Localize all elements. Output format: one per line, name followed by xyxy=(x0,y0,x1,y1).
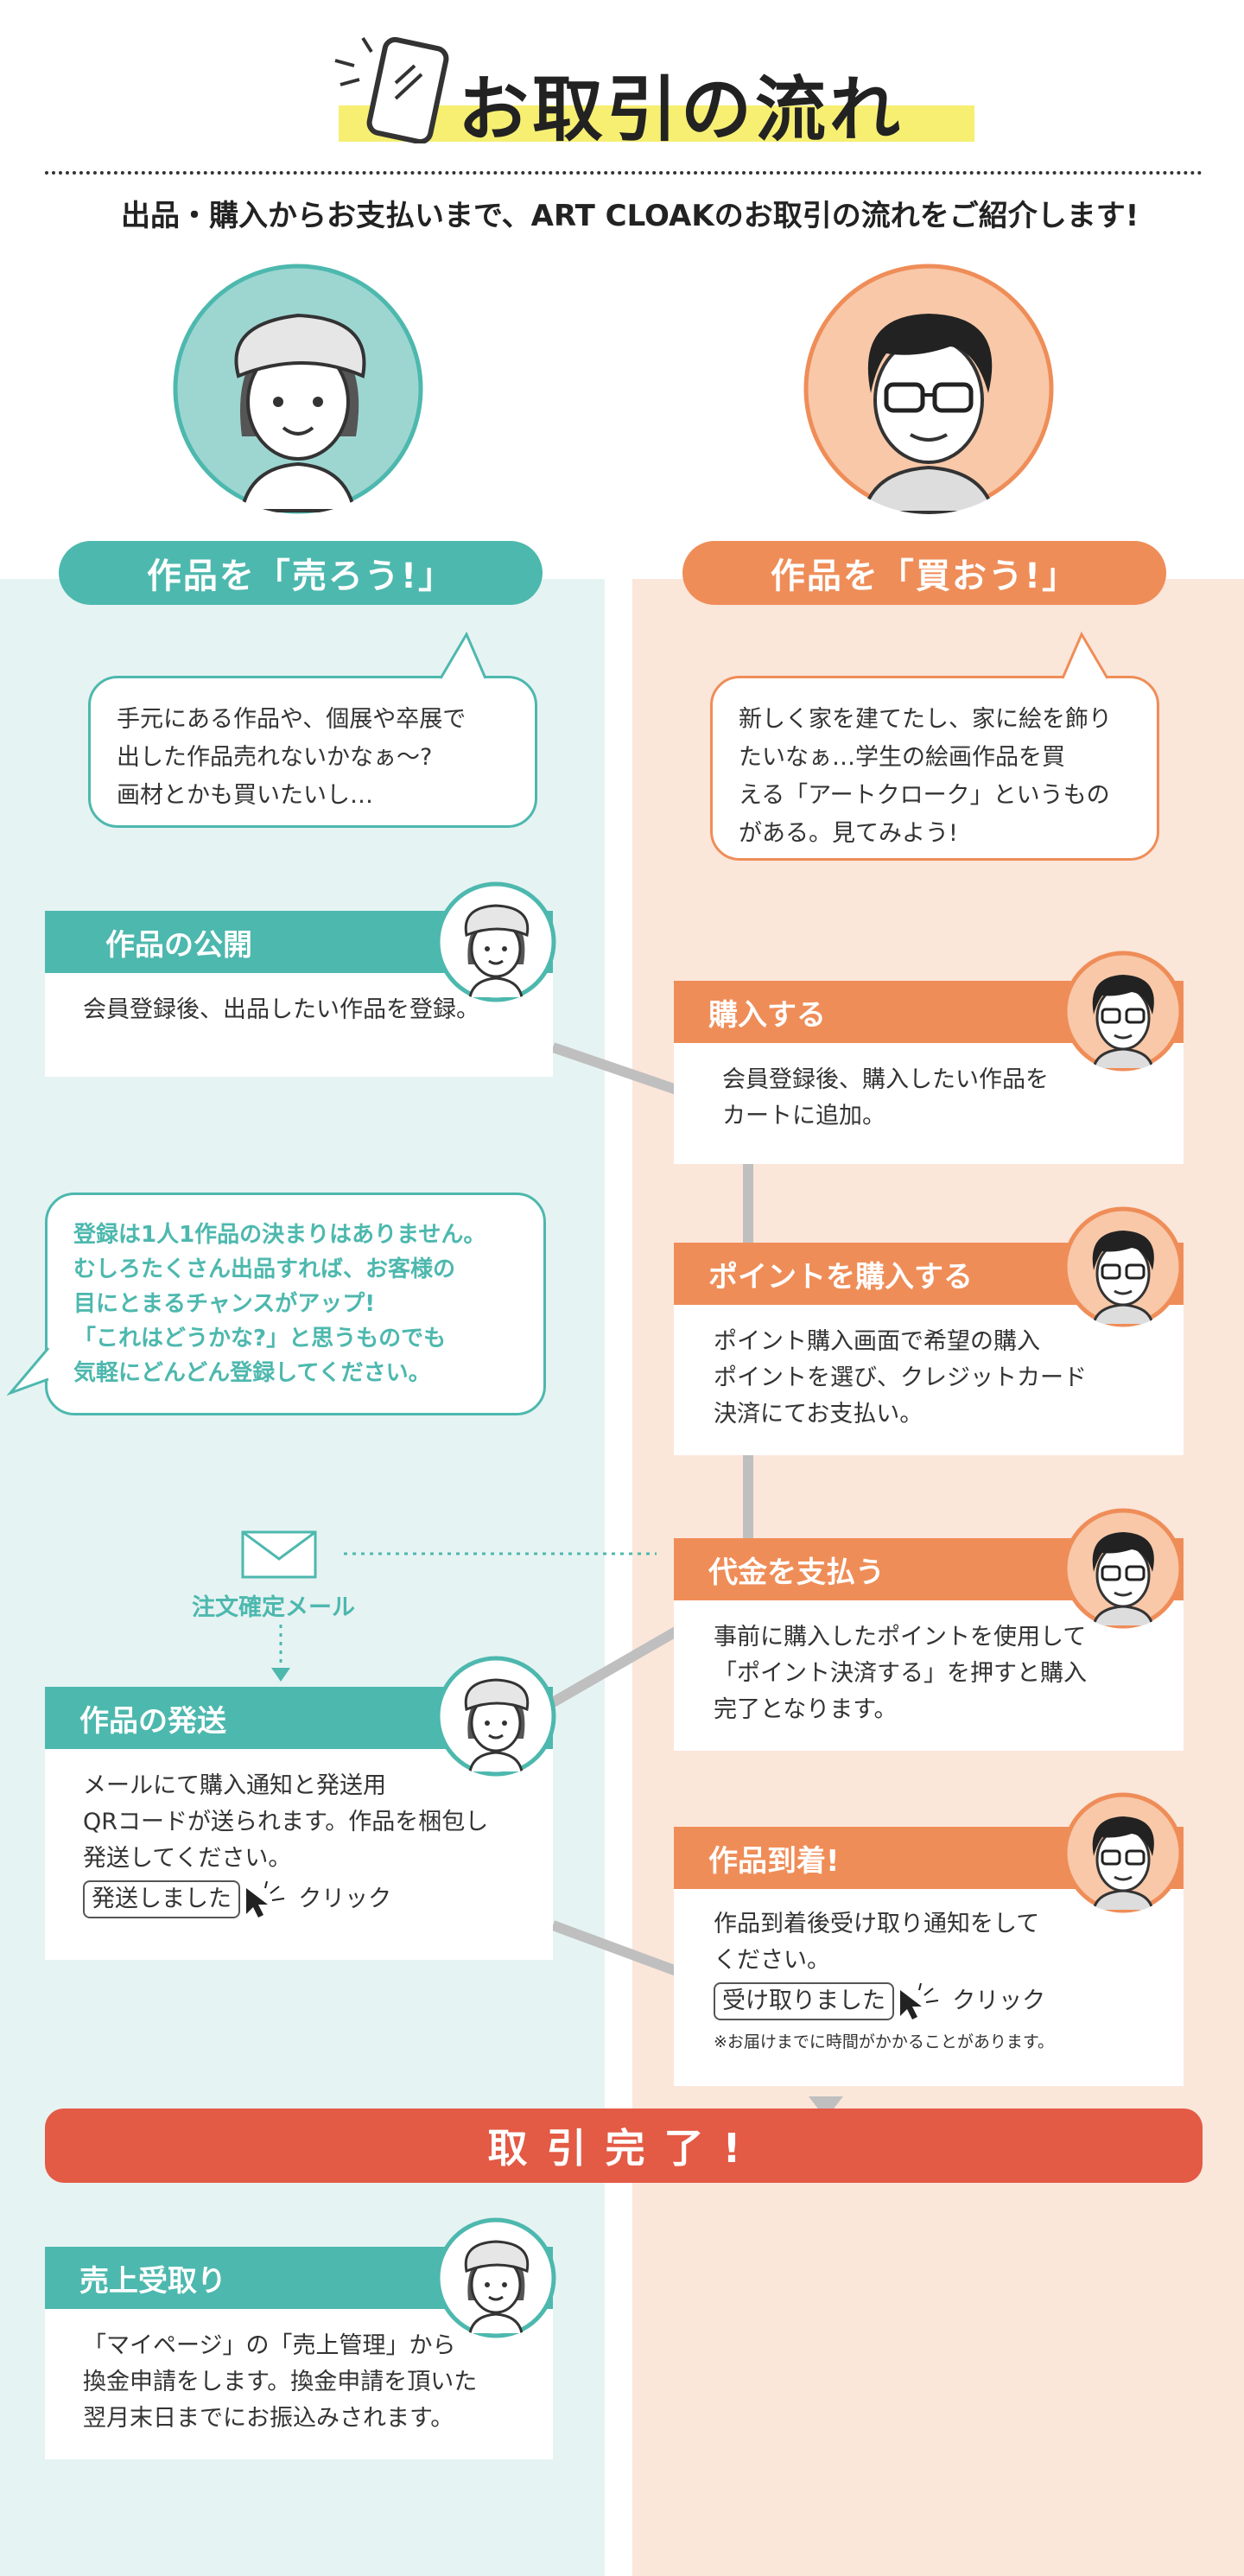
buy-pill: 作品を「買おう!」 xyxy=(682,541,1166,605)
body-line: 完了となります。 xyxy=(714,1696,898,1723)
step-arrive-body: 作品到着後受け取り通知をして ください。 受け取りました クリック ※お届けまで… xyxy=(674,1889,1184,2082)
bubble-line: たいなぁ…学生の絵画作品を買 xyxy=(739,744,1065,771)
step-receive-body: 「マイページ」の「売上管理」から 換金申請をします。換金申請を頂いた 翌月末日ま… xyxy=(45,2309,553,2459)
body-line: 事前に購入したポイントを使用して xyxy=(714,1624,1087,1651)
page-subtitle: 出品・購入からお支払いまで、ART CLOAKのお取引の流れをご紹介します! xyxy=(121,199,1139,233)
body-line: 会員登録後、出品したい作品を登録。 xyxy=(83,996,479,1023)
cursor-click-icon xyxy=(899,1982,938,2019)
step-points-body: ポイント購入画面で希望の購入 ポイントを選び、クレジットカード 決済にてお支払い… xyxy=(674,1305,1184,1455)
body-line: 「ポイント決済する」を押すと購入 xyxy=(714,1660,1087,1687)
seller-bubble-tail xyxy=(439,631,487,679)
body-line: 作品到着後受け取り通知をして xyxy=(714,1911,1040,1937)
buyer-avatar-small xyxy=(1063,1206,1184,1327)
tip-bubble: 登録は1人1作品の決まりはありません。 むしろたくさん出品すれば、お客様の 目に… xyxy=(45,1193,546,1415)
body-line: 「マイページ」の「売上管理」から xyxy=(83,2332,456,2359)
seller-avatar-small xyxy=(435,881,556,1002)
title-highlight xyxy=(339,105,974,142)
seller-speech-bubble: 手元にある作品や、個展や卒展で 出した作品売れないかなぁ〜? 画材とかも買いたい… xyxy=(88,676,537,828)
seller-avatar xyxy=(173,264,423,514)
tip-bubble-tail xyxy=(7,1347,50,1396)
click-label: クリック xyxy=(298,1886,392,1912)
seller-avatar-small xyxy=(435,1656,556,1777)
body-line: ください。 xyxy=(714,1947,830,1974)
tip-line: むしろたくさん出品すれば、お客様の xyxy=(73,1256,456,1282)
buyer-avatar-small xyxy=(1063,1508,1184,1629)
tip-line: 「これはどうかな?」と思うものでも xyxy=(73,1326,447,1352)
body-line: メールにて購入通知と発送用 xyxy=(83,1772,386,1799)
body-line: ポイント購入画面で希望の購入 xyxy=(714,1328,1040,1355)
bubble-line: がある。見てみよう! xyxy=(739,820,958,847)
step-buy-body: 会員登録後、購入したい作品を カートに追加。 xyxy=(674,1043,1184,1157)
tip-line: 目にとまるチャンスがアップ! xyxy=(73,1291,376,1317)
body-line: 決済にてお支払い。 xyxy=(714,1401,923,1428)
bubble-line: 出した作品売れないかなぁ〜? xyxy=(117,744,433,771)
bubble-line: 新しく家を建てたし、家に絵を飾り xyxy=(739,706,1112,733)
body-line: カートに追加。 xyxy=(722,1103,885,1129)
mail-label: 注文確定メール xyxy=(192,1594,355,1621)
tip-line: 登録は1人1作品の決まりはありません。 xyxy=(73,1222,486,1248)
bubble-line: える「アートクローク」というもの xyxy=(739,782,1110,809)
mail-icon xyxy=(241,1530,317,1579)
seller-avatar-small xyxy=(435,2217,556,2338)
step-pay-body: 事前に購入したポイントを使用して 「ポイント決済する」を押すと購入 完了となりま… xyxy=(674,1600,1184,1751)
click-label: クリック xyxy=(952,1988,1046,2014)
transaction-complete-banner: 取引完了! xyxy=(45,2109,1203,2183)
buyer-bubble-tail xyxy=(1061,631,1109,679)
sell-pill: 作品を「売ろう!」 xyxy=(59,541,543,605)
bubble-line: 手元にある作品や、個展や卒展で xyxy=(117,706,466,733)
body-line: 会員登録後、購入したい作品を xyxy=(722,1066,1049,1093)
bubble-line: 画材とかも買いたいし… xyxy=(117,782,373,809)
received-button[interactable]: 受け取りました xyxy=(714,1982,894,2020)
shipped-button[interactable]: 発送しました xyxy=(83,1880,240,1918)
body-line: ポイントを選び、クレジットカード xyxy=(714,1364,1087,1391)
smartphone-icon xyxy=(334,36,449,143)
buyer-avatar xyxy=(803,264,1054,514)
tip-line: 気軽にどんどん登録してください。 xyxy=(73,1360,431,1386)
cursor-click-icon xyxy=(245,1880,284,1918)
body-line: QRコードが送られます。作品を梱包し xyxy=(83,1809,489,1835)
title-divider xyxy=(45,171,1203,175)
body-line: 翌月末日までにお振込みされます。 xyxy=(83,2405,454,2432)
body-line: 換金申請をします。換金申請を頂いた xyxy=(83,2369,478,2395)
step-publish-body: 会員登録後、出品したい作品を登録。 xyxy=(45,973,553,1051)
step-ship-body: メールにて購入通知と発送用 QRコードが送られます。作品を梱包し 発送してくださ… xyxy=(45,1749,553,1942)
delivery-note: ※お届けまでに時間がかかることがあります。 xyxy=(714,2032,1055,2051)
body-line: 発送してください。 xyxy=(83,1845,292,1872)
buyer-avatar-small xyxy=(1063,1792,1184,1913)
page-title: お取引の流れ xyxy=(458,69,904,151)
buyer-avatar-small xyxy=(1063,951,1184,1072)
buyer-speech-bubble: 新しく家を建てたし、家に絵を飾り たいなぁ…学生の絵画作品を買 える「アートクロ… xyxy=(710,676,1159,861)
